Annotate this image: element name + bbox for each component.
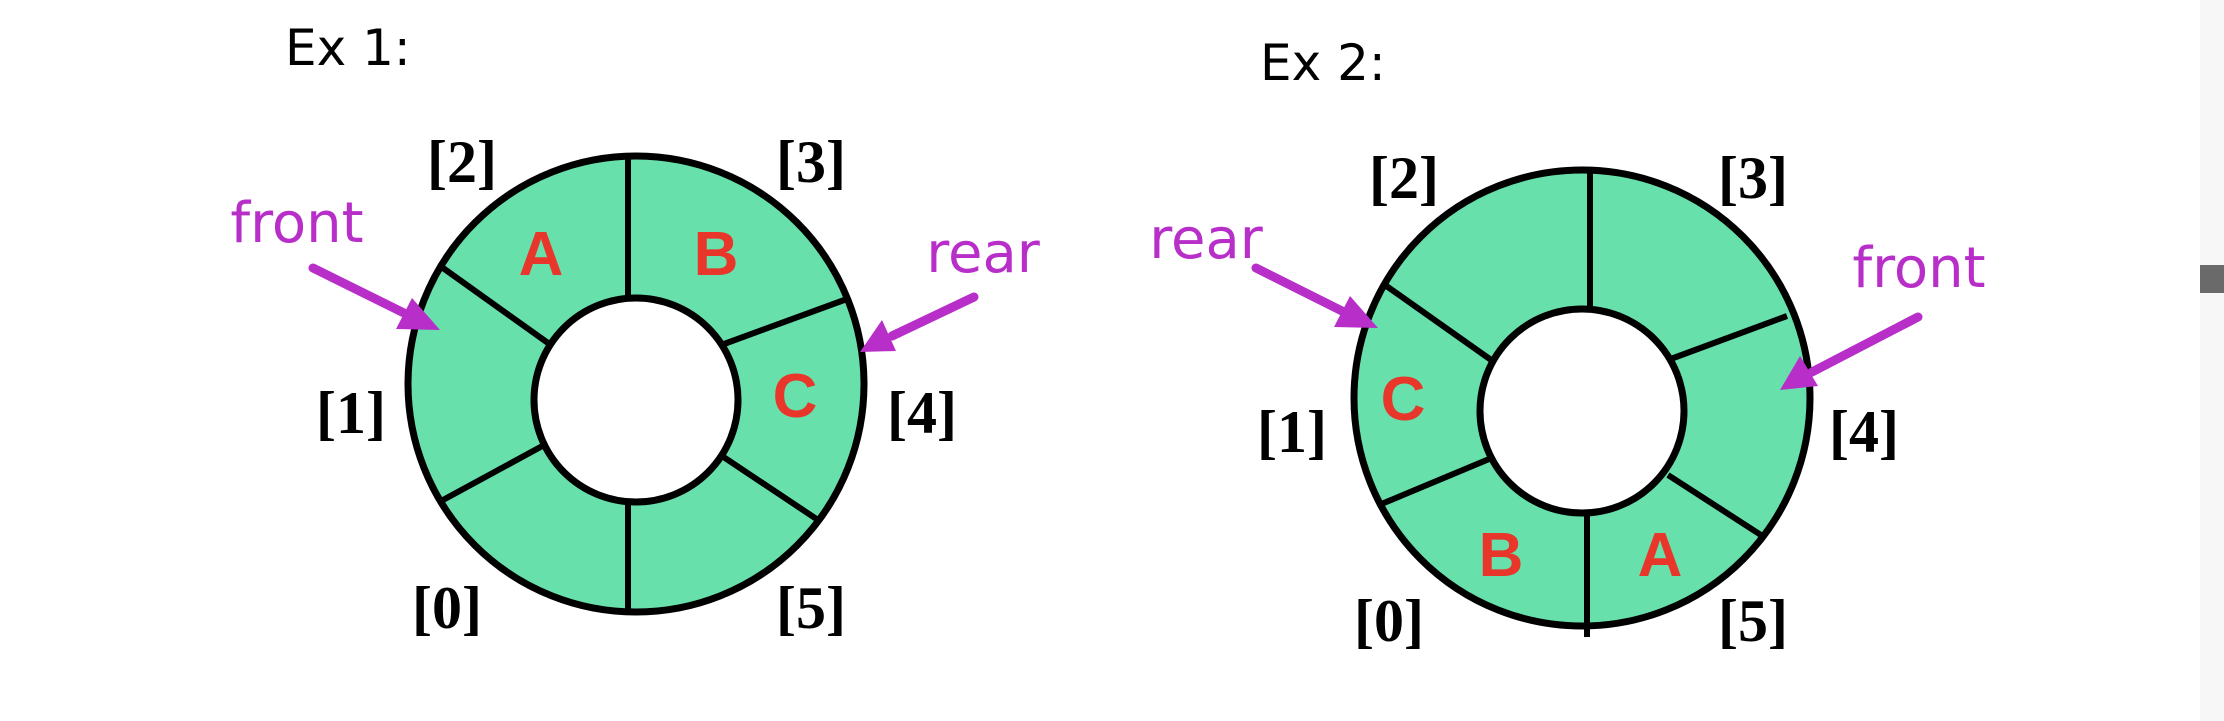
rear-pointer-arrow xyxy=(860,292,979,352)
example-2-ring xyxy=(1350,166,1814,637)
queue-item-a: A xyxy=(519,220,564,289)
index-label-2: [2] xyxy=(1369,145,1439,211)
index-label-0: [0] xyxy=(412,575,482,641)
index-label-1: [1] xyxy=(1257,399,1327,465)
divider xyxy=(722,296,849,347)
index-label-4: [4] xyxy=(1829,399,1899,465)
index-label-4: [4] xyxy=(887,380,957,446)
divider xyxy=(441,265,550,346)
front-pointer-arrow xyxy=(308,263,440,330)
scrollbar-thumb[interactable] xyxy=(2200,265,2224,293)
divider xyxy=(1383,282,1496,365)
divider xyxy=(1666,472,1766,540)
example-1: Ex 1: A B C [0] [1] [2] [3] [4] [5] fron… xyxy=(230,19,1040,641)
index-label-1: [1] xyxy=(316,380,386,446)
divider xyxy=(1666,313,1789,363)
queue-item-c: C xyxy=(773,362,818,431)
example-2: Ex 2: C B A [0] [1] [2] [3] [4] [5] rear… xyxy=(1149,34,1985,654)
rear-pointer-label: rear xyxy=(1149,207,1264,272)
index-label-5: [5] xyxy=(1718,588,1788,654)
queue-item-c: C xyxy=(1381,365,1426,434)
scrollbar-track[interactable] xyxy=(2200,0,2224,721)
ring-hole xyxy=(530,294,742,506)
divider xyxy=(441,441,548,503)
example-1-title: Ex 1: xyxy=(285,19,411,77)
queue-item-a: A xyxy=(1638,521,1683,590)
index-label-5: [5] xyxy=(776,575,846,641)
divider xyxy=(720,453,820,523)
divider xyxy=(1377,454,1496,508)
queue-item-b: B xyxy=(1479,521,1524,590)
front-pointer-label: front xyxy=(1852,236,1985,301)
front-pointer-arrow xyxy=(1780,312,1923,390)
example-2-title: Ex 2: xyxy=(1260,34,1386,92)
queue-item-b: B xyxy=(694,220,739,289)
index-label-3: [3] xyxy=(1718,145,1788,211)
rear-pointer-label: rear xyxy=(926,221,1041,286)
example-1-ring xyxy=(404,152,868,616)
index-label-2: [2] xyxy=(427,129,497,195)
front-pointer-label: front xyxy=(230,191,363,256)
rear-pointer-arrow xyxy=(1251,263,1378,328)
index-label-0: [0] xyxy=(1354,588,1424,654)
index-label-3: [3] xyxy=(776,129,846,195)
ring-hole xyxy=(1476,305,1688,517)
